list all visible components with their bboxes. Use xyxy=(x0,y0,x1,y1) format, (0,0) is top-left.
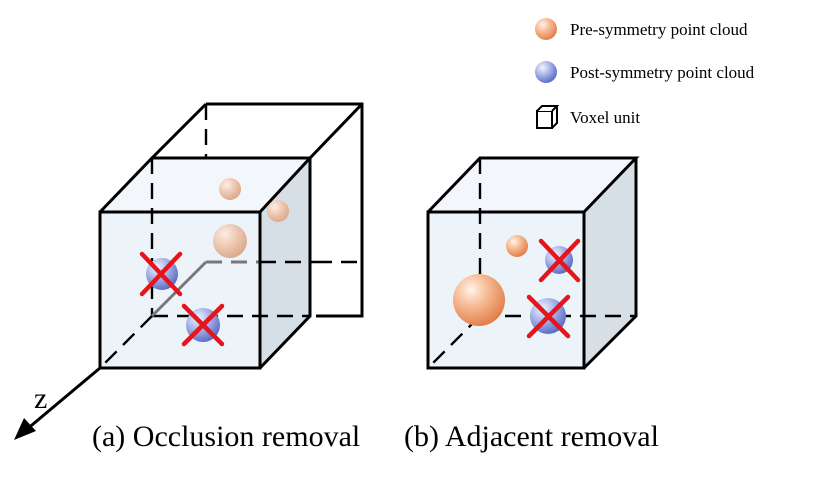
z-axis: z xyxy=(14,366,101,440)
voxel-side-face xyxy=(584,158,636,368)
removed-cross-icon xyxy=(538,238,581,283)
legend-item-post-symmetry: Post-symmetry point cloud xyxy=(535,61,755,83)
legend-label: Post-symmetry point cloud xyxy=(570,63,755,82)
pre-symmetry-points-a xyxy=(213,178,289,258)
legend-label: Pre-symmetry point cloud xyxy=(570,20,748,39)
removed-cross-icon xyxy=(181,303,225,347)
removal-marks-b xyxy=(526,238,581,339)
cube-icon xyxy=(536,105,560,129)
orange-sphere-icon xyxy=(535,18,557,40)
z-axis-arrowhead-icon xyxy=(14,418,36,440)
blue-sphere-icon xyxy=(535,61,557,83)
legend-item-voxel-unit: Voxel unit xyxy=(536,105,640,129)
pre-symmetry-point xyxy=(213,224,247,258)
pre-symmetry-points-b xyxy=(453,235,528,326)
legend-item-pre-symmetry: Pre-symmetry point cloud xyxy=(535,18,748,40)
pre-symmetry-point xyxy=(267,200,289,222)
legend-label: Voxel unit xyxy=(570,108,640,127)
pre-symmetry-point xyxy=(219,178,241,200)
panel-b-caption: (b) Adjacent removal xyxy=(404,420,659,453)
panel-a-caption: (a) Occlusion removal xyxy=(92,420,360,453)
pre-symmetry-point xyxy=(506,235,528,257)
legend: Pre-symmetry point cloud Post-symmetry p… xyxy=(535,18,755,129)
removed-cross-icon xyxy=(139,251,183,297)
z-axis-label: z xyxy=(34,382,47,415)
panel-a-occlusion-removal: z (a) Occlusion removal xyxy=(14,102,364,453)
removal-marks-a xyxy=(139,251,225,347)
panel-b-adjacent-removal: (b) Adjacent removal xyxy=(404,156,659,453)
pre-symmetry-point xyxy=(453,274,505,326)
removed-cross-icon xyxy=(526,294,571,339)
